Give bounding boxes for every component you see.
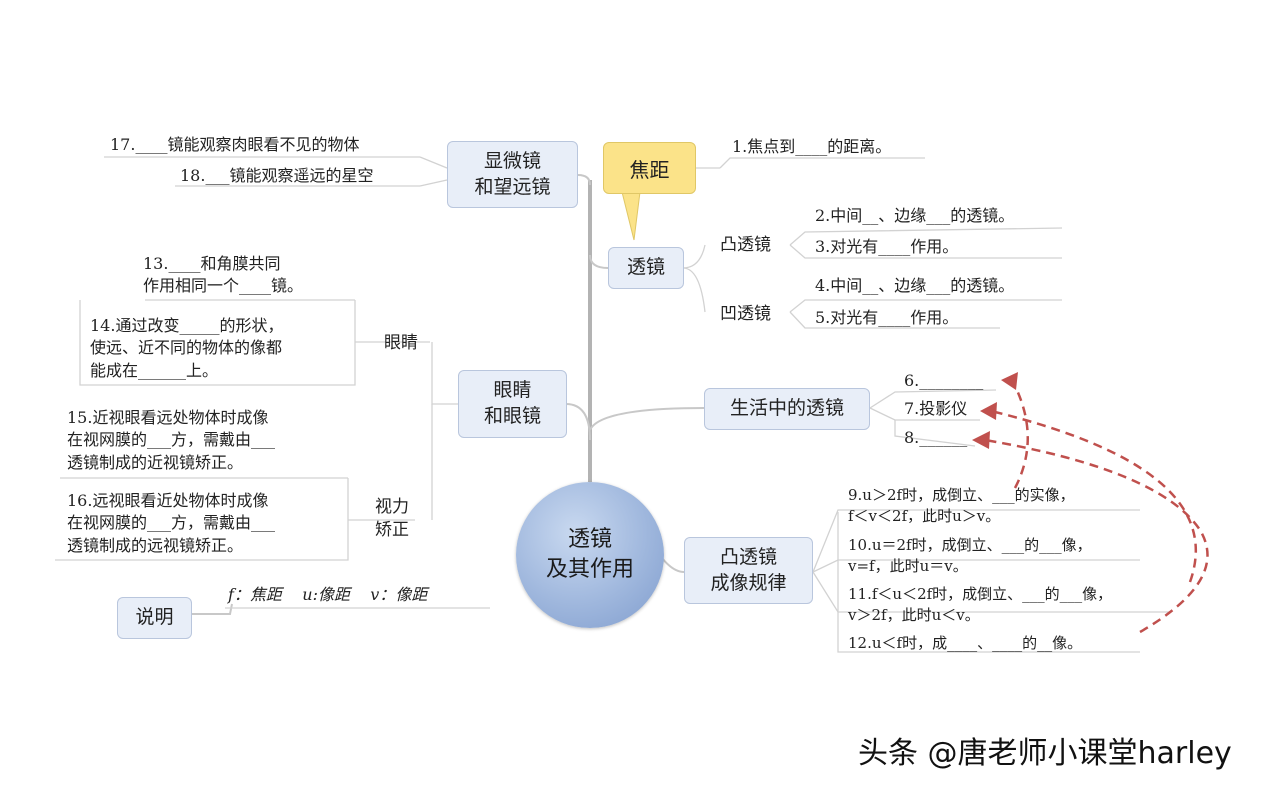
label-concave-lens: 凹透镜 bbox=[720, 304, 771, 324]
node-microscope-telescope[interactable]: 显微镜 和望远镜 bbox=[447, 141, 578, 208]
item-3: 3.对光有____作用。 bbox=[815, 237, 959, 256]
leaf-lines bbox=[55, 156, 1170, 653]
node-lenses-in-life[interactable]: 生活中的透镜 bbox=[704, 388, 870, 430]
item-14: 14.通过改变_____的形状， 使远、近不同的物体的像都 能成在______上… bbox=[90, 316, 284, 380]
arrow-heads bbox=[972, 372, 1018, 449]
item-9: 9.u＞2f时，成倒立、___的实像， f＜v＜2f，此时u＞v。 bbox=[848, 486, 1075, 525]
item-12: 12.u＜f时，成____、____的__像。 bbox=[848, 634, 1083, 652]
callout-pointer bbox=[621, 191, 641, 241]
item-17: 17.____镜能观察肉眼看不见的物体 bbox=[110, 135, 360, 154]
item-10: 10.u＝2f时，成倒立、___的___像， v=f，此时u＝v。 bbox=[848, 536, 1092, 575]
item-18: 18.___镜能观察遥远的星空 bbox=[180, 166, 374, 185]
item-4: 4.中间__、边缘___的透镜。 bbox=[815, 276, 1015, 295]
item-7: 7.投影仪 bbox=[904, 399, 968, 418]
label-convex-lens: 凸透镜 bbox=[720, 235, 771, 255]
item-1: 1.焦点到____的距离。 bbox=[732, 137, 892, 156]
watermark-text: 头条 @唐老师小课堂harley bbox=[858, 736, 1232, 771]
node-lens[interactable]: 透镜 bbox=[608, 247, 684, 289]
node-imaging-rules[interactable]: 凸透镜 成像规律 bbox=[684, 537, 813, 604]
item-16: 16.远视眼看近处物体时成像 在视网膜的___方，需戴由___ 透镜制成的远视镜… bbox=[67, 491, 276, 555]
item-6: 6.________ bbox=[904, 371, 984, 390]
node-eye-glasses[interactable]: 眼睛 和眼镜 bbox=[458, 370, 567, 438]
item-11: 11.f＜u＜2f时，成倒立、___的___像， v＞2f，此时u＜v。 bbox=[848, 585, 1113, 624]
label-eye: 眼睛 bbox=[384, 333, 418, 353]
item-2: 2.中间__、边缘___的透镜。 bbox=[815, 206, 1015, 225]
item-15: 15.近视眼看远处物体时成像 在视网膜的___方，需戴由___ 透镜制成的近视镜… bbox=[67, 408, 276, 472]
item-5: 5.对光有____作用。 bbox=[815, 308, 959, 327]
node-legend[interactable]: 说明 bbox=[117, 597, 192, 639]
legend-text: f：焦距 u:像距 v：像距 bbox=[228, 585, 428, 604]
callout-focal-length[interactable]: 焦距 bbox=[603, 142, 696, 194]
center-topic[interactable]: 透镜 及其作用 bbox=[516, 482, 664, 628]
item-13: 13.____和角膜共同 作用相同一个____镜。 bbox=[143, 254, 304, 296]
dashed-arrows bbox=[984, 387, 1209, 634]
item-8: 8.______ bbox=[904, 428, 968, 447]
label-vision-correction: 视力 矫正 bbox=[375, 497, 409, 540]
